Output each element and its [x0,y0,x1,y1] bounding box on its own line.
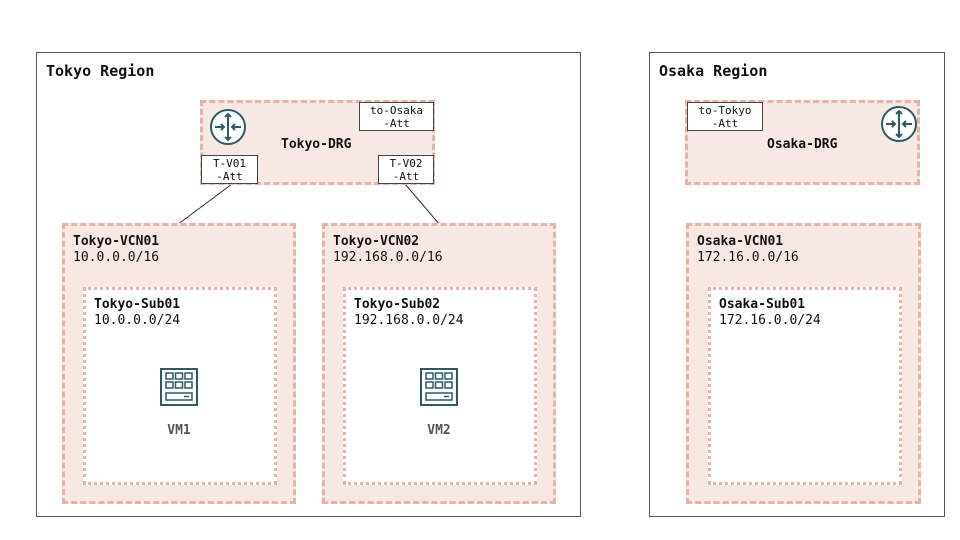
tokyo-vcn02-cidr: 192.168.0.0/16 [333,250,443,265]
tokyo-v01-attachment[interactable]: T-V01 -Att [201,155,258,184]
osaka-drg-label: Osaka-DRG [767,137,838,152]
tokyo-vcn01[interactable]: Tokyo-VCN01 10.0.0.0/16 Tokyo-Sub01 10.0… [62,223,296,504]
tokyo-to-osaka-attachment[interactable]: to-Osaka -Att [359,102,434,131]
tokyo-sub02-cidr: 192.168.0.0/24 [354,313,464,328]
osaka-sub01[interactable]: Osaka-Sub01 172.16.0.0/24 [708,287,902,485]
vm1-label: VM1 [167,423,191,438]
osaka-vcn01-name: Osaka-VCN01 [697,234,784,249]
tokyo-sub01[interactable]: Tokyo-Sub01 10.0.0.0/24 VM1 [83,287,277,485]
tokyo-v02-attachment[interactable]: T-V02 -Att [378,155,434,184]
tokyo-sub01-cidr: 10.0.0.0/24 [94,313,181,328]
tokyo-region-title: Tokyo Region [46,62,155,80]
tokyo-vcn02[interactable]: Tokyo-VCN02 192.168.0.0/16 Tokyo-Sub02 1… [322,223,556,504]
osaka-vcn01-cidr: 172.16.0.0/16 [697,250,799,265]
tokyo-vcn01-name: Tokyo-VCN01 [73,234,160,249]
osaka-vcn01[interactable]: Osaka-VCN01 172.16.0.0/16 Osaka-Sub01 17… [686,223,921,504]
tokyo-drg-label: Tokyo-DRG [281,137,352,152]
osaka-sub01-cidr: 172.16.0.0/24 [719,313,821,328]
router-icon [881,106,917,142]
router-icon [210,109,246,145]
tokyo-sub02-name: Tokyo-Sub02 [354,297,441,312]
tokyo-vcn01-cidr: 10.0.0.0/16 [73,250,160,265]
vm2-label: VM2 [427,423,451,438]
server-icon[interactable] [160,368,198,406]
connector-v02 [404,183,441,226]
tokyo-sub02[interactable]: Tokyo-Sub02 192.168.0.0/24 VM2 [343,287,537,485]
osaka-region-title: Osaka Region [659,62,768,80]
connector-v01 [176,183,233,226]
tokyo-sub01-name: Tokyo-Sub01 [94,297,181,312]
osaka-sub01-name: Osaka-Sub01 [719,297,806,312]
server-icon[interactable] [420,368,458,406]
osaka-to-tokyo-attachment[interactable]: to-Tokyo -Att [687,102,763,131]
tokyo-vcn02-name: Tokyo-VCN02 [333,234,420,249]
